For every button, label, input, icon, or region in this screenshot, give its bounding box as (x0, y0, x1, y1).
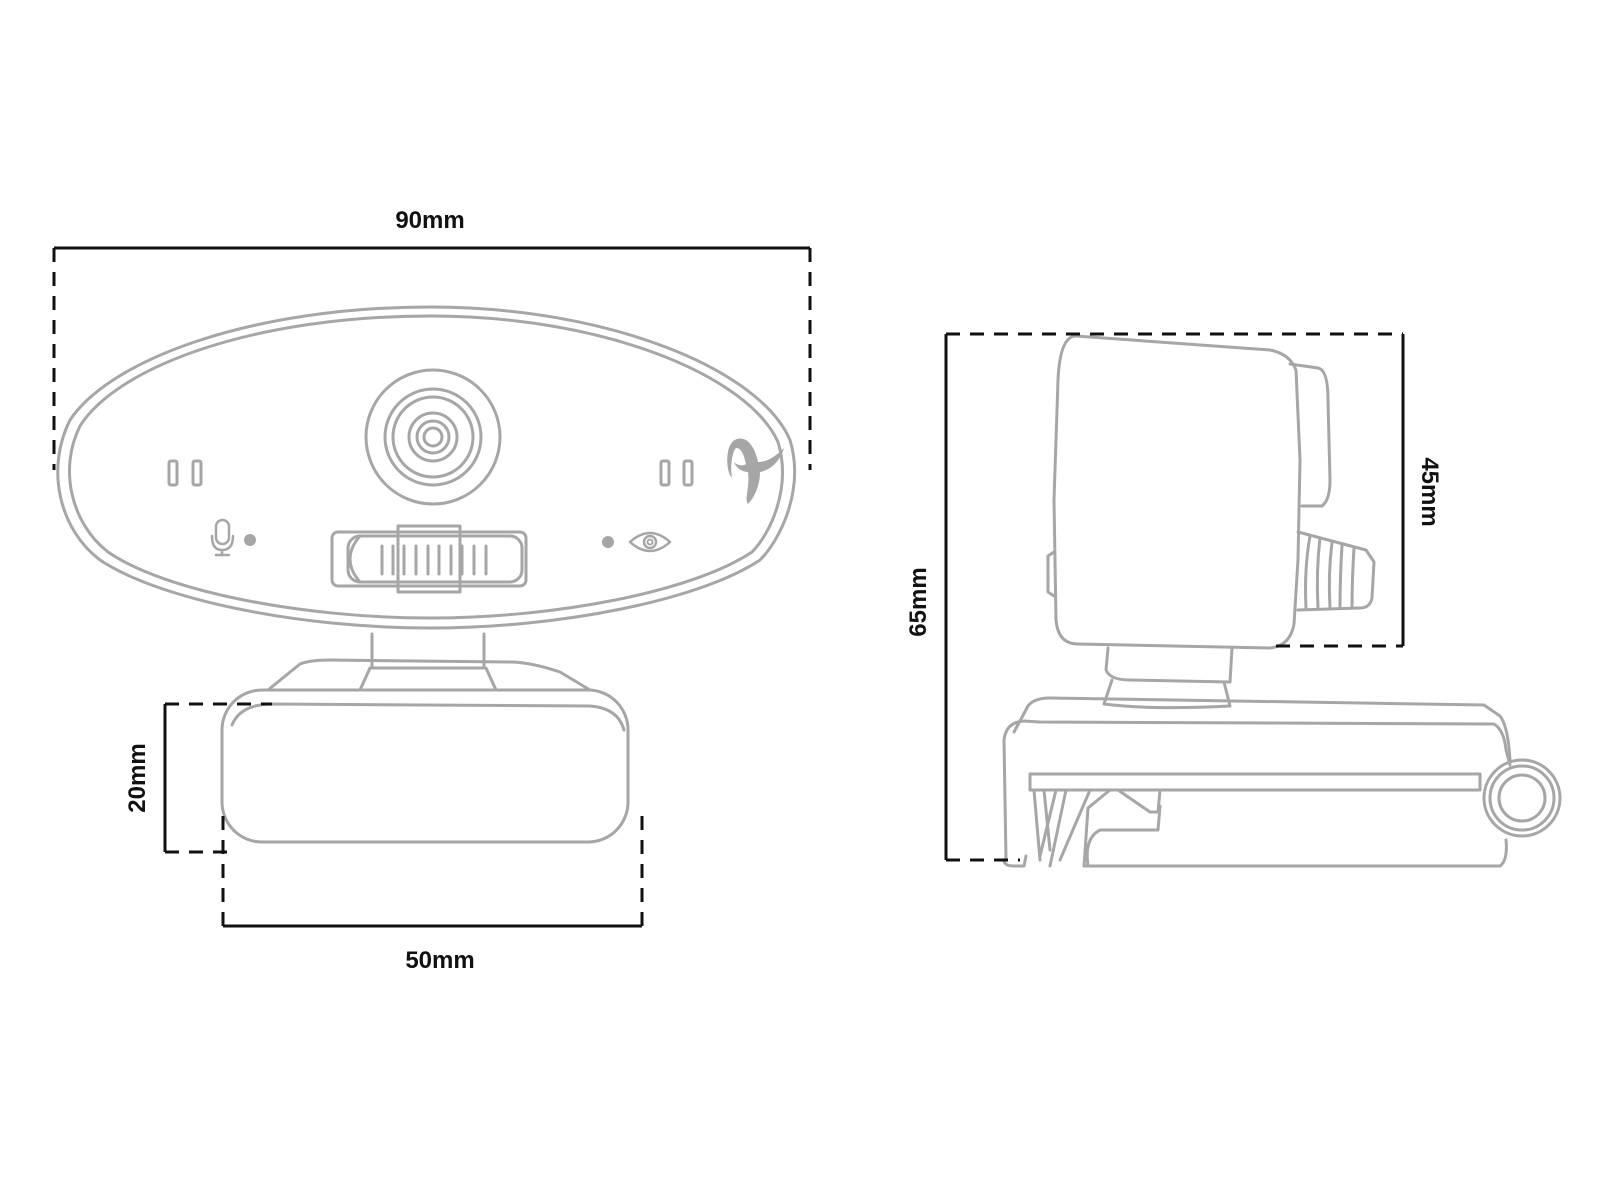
dimension-label-65mm: 65mm (905, 567, 932, 636)
dimension-base-width-50: 50mm (221, 806, 644, 974)
left-mic-slots (167, 459, 203, 487)
brand-logo-icon (727, 438, 784, 504)
dimension-label-50mm: 50mm (405, 947, 474, 974)
dimension-base-height-20: 20mm (124, 702, 272, 854)
microphone-icon (210, 518, 256, 557)
dimension-label-90mm: 90mm (395, 207, 464, 234)
front-neck (358, 632, 498, 692)
front-body (56, 305, 796, 630)
dimension-label-20mm: 20mm (124, 743, 151, 812)
dimension-camera-height-45: 45mm (1090, 332, 1443, 648)
side-view (1002, 334, 1562, 868)
camera-indicator-led (602, 536, 614, 548)
front-view (56, 305, 796, 844)
side-neck (1102, 646, 1234, 710)
dimension-label-45mm: 45mm (1416, 457, 1443, 526)
eye-icon (602, 531, 672, 553)
front-base (220, 658, 630, 844)
side-camera-body (1046, 334, 1376, 650)
side-clip-base (1002, 696, 1562, 868)
privacy-shutter-slider (330, 524, 528, 594)
right-mic-slots (659, 459, 694, 487)
mic-indicator-led (244, 534, 256, 546)
dimension-total-height-65: 65mm (905, 332, 1090, 862)
dimension-width-90: 90mm (52, 207, 812, 470)
lens (364, 368, 502, 506)
